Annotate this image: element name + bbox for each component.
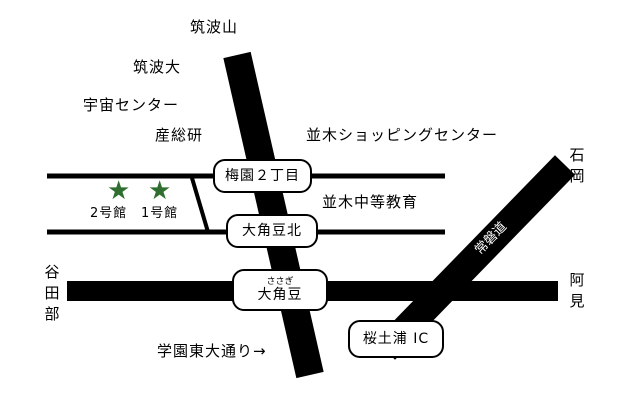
label-building-1: 1号館	[141, 206, 179, 221]
intersection-umezono-label: 梅園２丁目	[225, 168, 300, 184]
label-tsukuba-dai: 筑波大	[133, 58, 182, 76]
interchange-sakura-tsuchiura: 桜土浦 IC	[348, 320, 444, 358]
label-gakuen-higashi: 学園東大通り→	[157, 342, 267, 360]
connector-road	[190, 177, 210, 233]
intersection-umezono: 梅園２丁目	[213, 159, 312, 193]
star-icon: ★	[148, 176, 172, 206]
label-namiki-chuto: 並木中等教育	[322, 193, 419, 211]
label-tsukuba-san: 筑波山	[190, 18, 239, 36]
joban-expressway	[374, 155, 576, 360]
label-building-2: 2号館	[90, 206, 128, 221]
star-icon: ★	[107, 176, 131, 206]
intersection-okaku-kita-label: 大角豆北	[242, 223, 302, 239]
interchange-sakura-tsuchiura-label: 桜土浦 IC	[362, 331, 430, 347]
label-sansoken: 産総研	[155, 126, 204, 144]
intersection-okaku: ささぎ 大角豆	[232, 269, 328, 311]
label-ami: 阿見	[569, 271, 585, 310]
intersection-okaku-kita: 大角豆北	[226, 214, 318, 248]
intersection-okaku-ruby: ささぎ	[266, 277, 294, 287]
label-ishioka: 石岡	[569, 146, 585, 185]
label-yatabe: 谷田部	[44, 263, 60, 323]
label-uchu-center: 宇宙センター	[83, 96, 180, 114]
intersection-okaku-label: 大角豆	[257, 287, 303, 303]
label-namiki-shopping: 並木ショッピングセンター	[306, 126, 499, 144]
